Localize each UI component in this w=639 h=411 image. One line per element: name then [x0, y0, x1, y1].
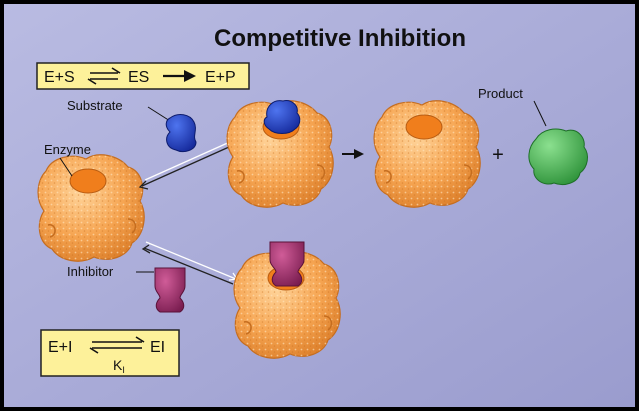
- product-leader-line: [533, 100, 547, 127]
- free-enzyme: [37, 154, 145, 262]
- enzyme-inhibitor-complex: [233, 241, 341, 359]
- substrate-leader-line: [147, 106, 171, 122]
- equation-middle: ES: [128, 69, 149, 86]
- equilibrium-arrows-icon: [87, 67, 121, 85]
- released-enzyme: [373, 100, 481, 208]
- product-molecule: [528, 128, 588, 186]
- product-formation-arrow: [342, 149, 364, 159]
- product-label: Product: [478, 86, 523, 101]
- inhibitor-equation-box: E+I EI KI: [40, 329, 180, 377]
- inhibitor-equilibrium-arrows-icon: [89, 336, 145, 354]
- inhibitor-equation-left: E+I: [48, 339, 72, 356]
- dissociation-constant: KI: [113, 357, 125, 375]
- diagram-title: Competitive Inhibition: [214, 25, 466, 52]
- enzyme-substrate-complex: [226, 100, 334, 208]
- enzyme-leader-line: [59, 157, 73, 177]
- inhibitor-label: Inhibitor: [67, 264, 114, 279]
- equation-right: E+P: [205, 69, 236, 86]
- substrate-equation-box: E+S ES E+P: [36, 62, 250, 90]
- forward-arrow-icon: [163, 70, 196, 82]
- plus-sign: +: [492, 144, 504, 166]
- substrate-molecule: [165, 114, 197, 153]
- enzyme-label: Enzyme: [44, 142, 91, 157]
- inhibitor-equation-right: EI: [150, 339, 165, 356]
- substrate-label: Substrate: [67, 98, 123, 113]
- inhibitor-molecule: [154, 267, 186, 313]
- equation-left: E+S: [44, 69, 75, 86]
